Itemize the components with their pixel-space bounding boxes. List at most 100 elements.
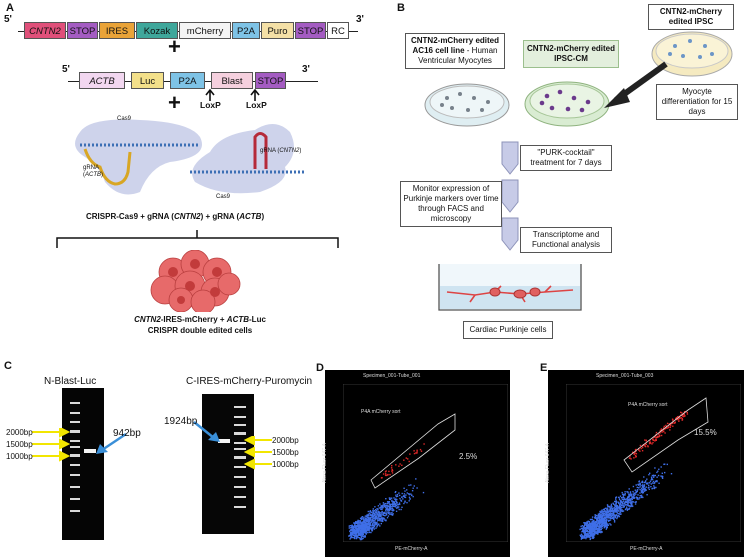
flow-event-dot xyxy=(361,524,363,526)
flow-event-dot xyxy=(367,517,370,519)
flow-event-dot xyxy=(617,510,620,512)
flow-event-dot xyxy=(369,522,371,524)
flow-event-dot xyxy=(582,529,584,531)
flow-event-dot xyxy=(395,498,397,500)
flow-event-dot xyxy=(593,535,595,537)
flow-event-dot xyxy=(382,511,384,514)
flow-gated-dot xyxy=(633,453,635,455)
flow-event-dot xyxy=(353,537,355,539)
flow-event-dot xyxy=(392,505,394,507)
flow-event-dot xyxy=(583,537,585,539)
segment-mcherry: mCherry xyxy=(179,22,231,39)
flow-event-dot xyxy=(377,508,379,510)
flow-event-dot xyxy=(378,519,381,521)
flow-gated-dot xyxy=(638,449,640,451)
flow-event-dot xyxy=(606,516,608,519)
flow-event-dot xyxy=(627,492,629,494)
flow-event-dot xyxy=(387,515,390,517)
flow-event-dot xyxy=(618,515,621,518)
flow-event-dot xyxy=(648,474,650,476)
flow-event-dot xyxy=(613,514,616,516)
flow-event-dot xyxy=(361,521,363,523)
flow-event-dot xyxy=(608,516,610,519)
flow-gated-dot xyxy=(413,452,416,455)
flow-event-dot xyxy=(357,536,359,538)
gel2-band-arrow xyxy=(193,421,220,442)
flow-event-dot xyxy=(639,482,641,484)
flow-event-dot xyxy=(606,511,608,514)
flow-event-dot xyxy=(628,495,630,497)
flow-event-dot xyxy=(632,501,634,503)
flow-event-dot xyxy=(639,492,641,494)
flow-event-dot xyxy=(654,480,657,482)
flow-event-dot xyxy=(373,522,375,524)
flow-event-dot xyxy=(374,516,377,519)
flow-gated-dot xyxy=(391,468,393,471)
flow-event-dot xyxy=(596,531,598,533)
flow-event-dot xyxy=(586,534,588,536)
flow-event-dot xyxy=(595,526,597,529)
flow-event-dot xyxy=(366,522,368,525)
flow-event-dot xyxy=(603,527,605,529)
flow-gated-dot xyxy=(663,425,665,428)
flow-event-dot xyxy=(626,491,628,493)
flow-event-dot xyxy=(587,521,589,523)
flow-event-dot xyxy=(616,505,618,507)
flow-event-dot xyxy=(349,530,351,533)
flow-gated-dot xyxy=(409,453,411,455)
flow-event-dot xyxy=(624,508,627,511)
purkinje-culture-dish xyxy=(438,264,582,311)
flow-event-dot xyxy=(613,518,615,520)
flow-event-dot xyxy=(609,507,611,509)
flow-event-dot xyxy=(638,483,640,485)
ipsccm-label: CNTN2-mCherry edited IPSC-CM xyxy=(523,40,619,68)
flow-event-dot xyxy=(610,512,612,515)
flow-event-dot xyxy=(352,527,354,529)
flow-event-dot xyxy=(392,513,394,515)
flow-event-dot xyxy=(395,494,397,496)
flow-event-dot xyxy=(598,521,601,523)
flow-event-dot xyxy=(582,535,584,537)
transcriptome-label: Transcriptome and Functional analysis xyxy=(520,227,612,253)
flow-event-dot xyxy=(646,478,648,480)
flow-event-dot xyxy=(360,530,362,532)
flow-event-dot xyxy=(372,514,374,517)
flow-event-dot xyxy=(603,523,606,525)
flow-event-dot xyxy=(599,510,601,513)
process-arrows xyxy=(501,141,519,251)
flow-event-dot xyxy=(618,496,620,499)
flow-event-dot xyxy=(363,522,365,524)
flow-event-dot xyxy=(388,511,390,513)
gel1-ladder-1000: 1000bp xyxy=(6,452,33,461)
flow-event-dot xyxy=(617,512,619,515)
flow-event-dot xyxy=(615,510,617,512)
flow-event-dot xyxy=(376,508,378,510)
flow-event-dot xyxy=(359,521,361,524)
flow-event-dot xyxy=(618,513,620,515)
flow-event-dot xyxy=(590,528,592,530)
flow-event-dot xyxy=(387,509,390,511)
flow-event-dot xyxy=(587,535,589,538)
flow-event-dot xyxy=(356,529,358,532)
flow-event-dot xyxy=(618,505,621,507)
flow-event-dot xyxy=(652,487,654,489)
gel2-ladder-1500: 1500bp xyxy=(272,448,299,457)
flow-event-dot xyxy=(643,476,645,478)
flow-event-dot xyxy=(402,498,404,500)
flow-gated-dot xyxy=(649,442,652,444)
flow-event-dot xyxy=(386,507,388,509)
flow-event-dot xyxy=(352,532,355,534)
flow-event-dot xyxy=(599,531,601,533)
panel-d-letter: D xyxy=(316,362,324,374)
flow-event-dot xyxy=(657,470,659,472)
flow-event-dot xyxy=(616,516,619,518)
flow-event-dot xyxy=(369,524,371,527)
flow-event-dot xyxy=(376,522,378,524)
flow-gated-dot xyxy=(669,429,671,431)
flow-event-dot xyxy=(635,493,637,495)
flow-event-dot xyxy=(602,520,605,522)
flow-event-dot xyxy=(623,506,625,508)
flow-event-dot xyxy=(366,514,369,517)
flow-event-dot xyxy=(373,513,376,515)
flow-gated-dot xyxy=(666,422,669,425)
